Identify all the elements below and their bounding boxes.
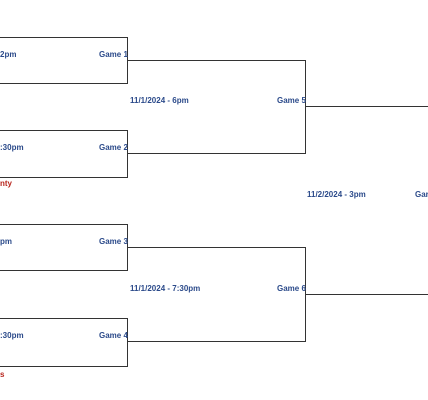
final-time: 11/2/2024 - 3pm [307,190,366,199]
game-3-time: pm [0,237,12,246]
final-game-label: Gar [415,190,428,199]
game-3-label: Game 3 [99,237,128,246]
game-2-box [0,130,128,178]
team-label-top: nty [0,179,12,188]
team-label-bottom: s [0,370,5,379]
game-5-time: 11/1/2024 - 6pm [130,96,189,105]
game-2-label: Game 2 [99,143,128,152]
game-3-box [0,224,128,271]
game-2-time: :30pm [0,143,24,152]
game-1-time: 2pm [0,50,17,59]
game-6-label: Game 6 [277,284,306,293]
game-5-connector [127,60,306,154]
game-4-box [0,318,128,367]
game-4-label: Game 4 [99,331,128,340]
game-6-connector [127,247,306,342]
game-4-time: :30pm [0,331,24,340]
game-5-label: Game 5 [277,96,306,105]
game-1-box [0,37,128,84]
game-1-label: Game 1 [99,50,128,59]
game-6-time: 11/1/2024 - 7:30pm [130,284,201,293]
